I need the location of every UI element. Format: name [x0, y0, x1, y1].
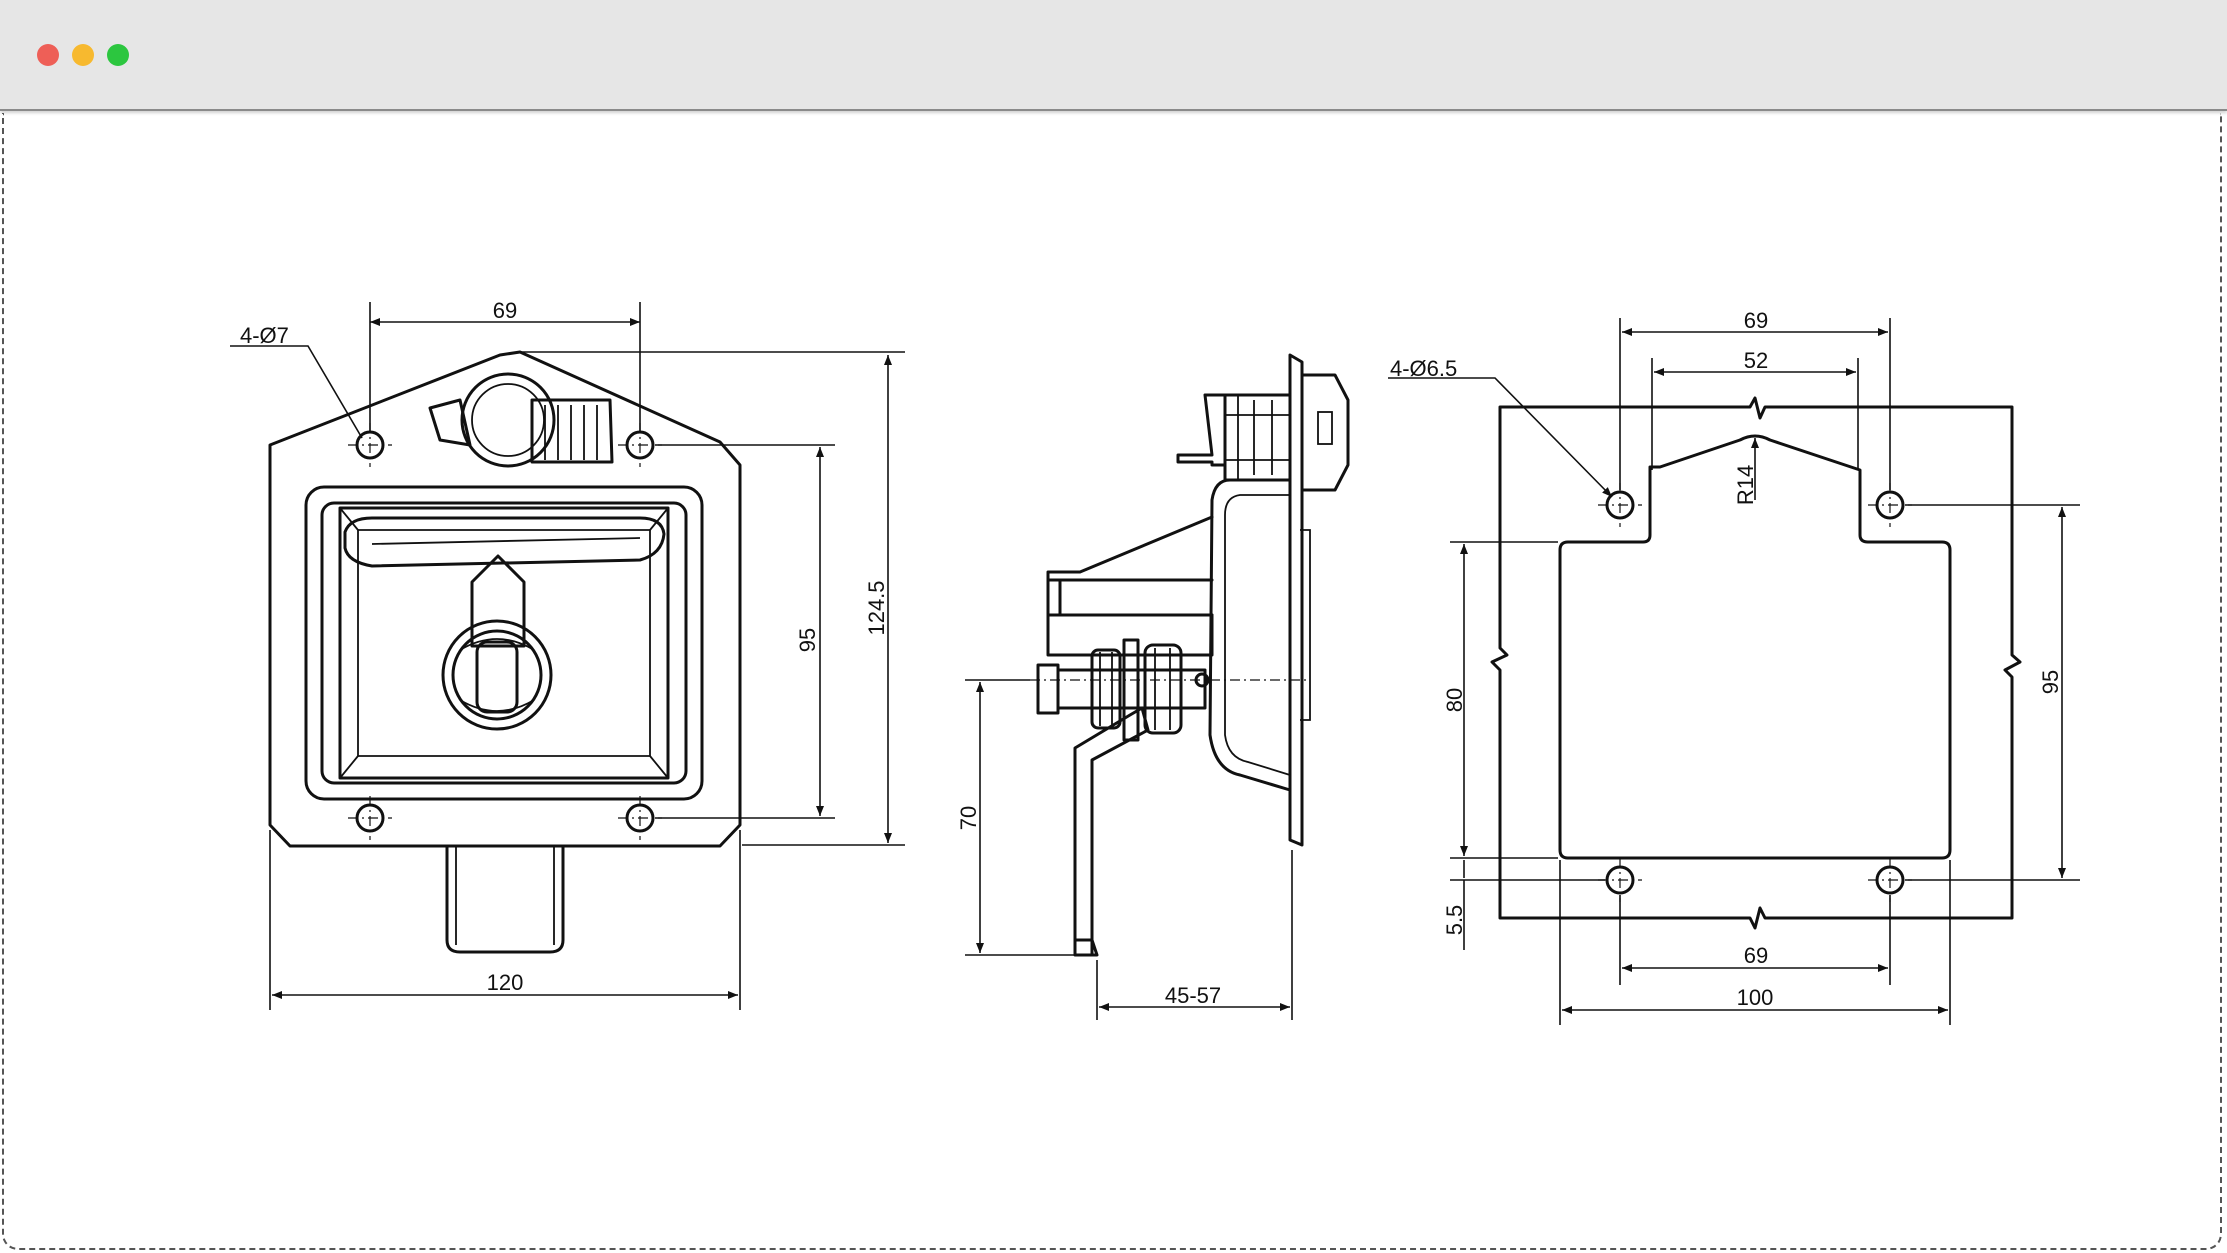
side-flange	[1288, 353, 1304, 847]
dim-side-stem: 70	[956, 806, 981, 830]
maximize-button[interactable]	[107, 44, 129, 66]
front-recess-outer	[304, 485, 704, 801]
nut-right	[1143, 643, 1183, 735]
cutout-view: 69 52 R14 4-Ø6.5 80 5.5 95 69 100	[1388, 308, 2080, 1025]
dim-cut-hole-vertical: 95	[2038, 670, 2063, 694]
side-lock-cylinder	[1223, 393, 1292, 482]
cutout-outline	[1558, 434, 1952, 860]
side-housing	[1208, 478, 1292, 792]
lock-tab-left	[428, 398, 472, 447]
dim-side-grip: 45-57	[1165, 983, 1221, 1008]
side-lock-head	[1300, 373, 1350, 492]
dim-front-top: 69	[493, 298, 517, 323]
label-cut-holes: 4-Ø6.5	[1390, 356, 1457, 381]
cam-arm	[1073, 706, 1150, 957]
cam-outer	[441, 619, 553, 731]
lock-tab-right	[530, 398, 614, 464]
cam-key	[475, 640, 519, 714]
front-outer-body	[268, 350, 742, 848]
drawing-canvas	[2, 113, 2222, 1250]
dim-cut-inner-top: 52	[1744, 348, 1768, 373]
minimize-button[interactable]	[72, 44, 94, 66]
dim-cut-radius: R14	[1733, 465, 1758, 505]
dim-front-total-height: 124.5	[864, 580, 889, 635]
t-handle-stem	[470, 554, 526, 648]
title-bar	[0, 0, 2227, 111]
panel-outline	[1490, 396, 2022, 930]
dim-cut-offset: 5.5	[1442, 905, 1467, 936]
dim-cut-width: 100	[1737, 985, 1774, 1010]
close-button[interactable]	[37, 44, 59, 66]
side-bracket-block	[1046, 613, 1214, 657]
lock-barrel	[460, 372, 556, 468]
dim-front-hole-vertical: 95	[795, 628, 820, 652]
front-view: 69 4-Ø7 95 124.5 120	[230, 298, 905, 1010]
dim-cut-height: 80	[1442, 688, 1467, 712]
side-bracket	[1046, 515, 1214, 617]
label-front-holes: 4-Ø7	[240, 323, 289, 348]
front-recess-mid	[320, 501, 688, 785]
bolt-head	[1036, 663, 1060, 715]
dim-front-width: 120	[487, 970, 524, 995]
dim-cut-outer-top: 69	[1744, 308, 1768, 333]
side-view: 70 45-57	[956, 353, 1350, 1020]
paddle-handle	[343, 516, 666, 568]
nut-left	[1090, 648, 1122, 730]
bolt-shaft	[1056, 668, 1207, 710]
front-barrel-bottom	[445, 844, 565, 954]
dim-cut-bottom-holes: 69	[1744, 943, 1768, 968]
cutout-mount-holes	[1598, 483, 1912, 902]
